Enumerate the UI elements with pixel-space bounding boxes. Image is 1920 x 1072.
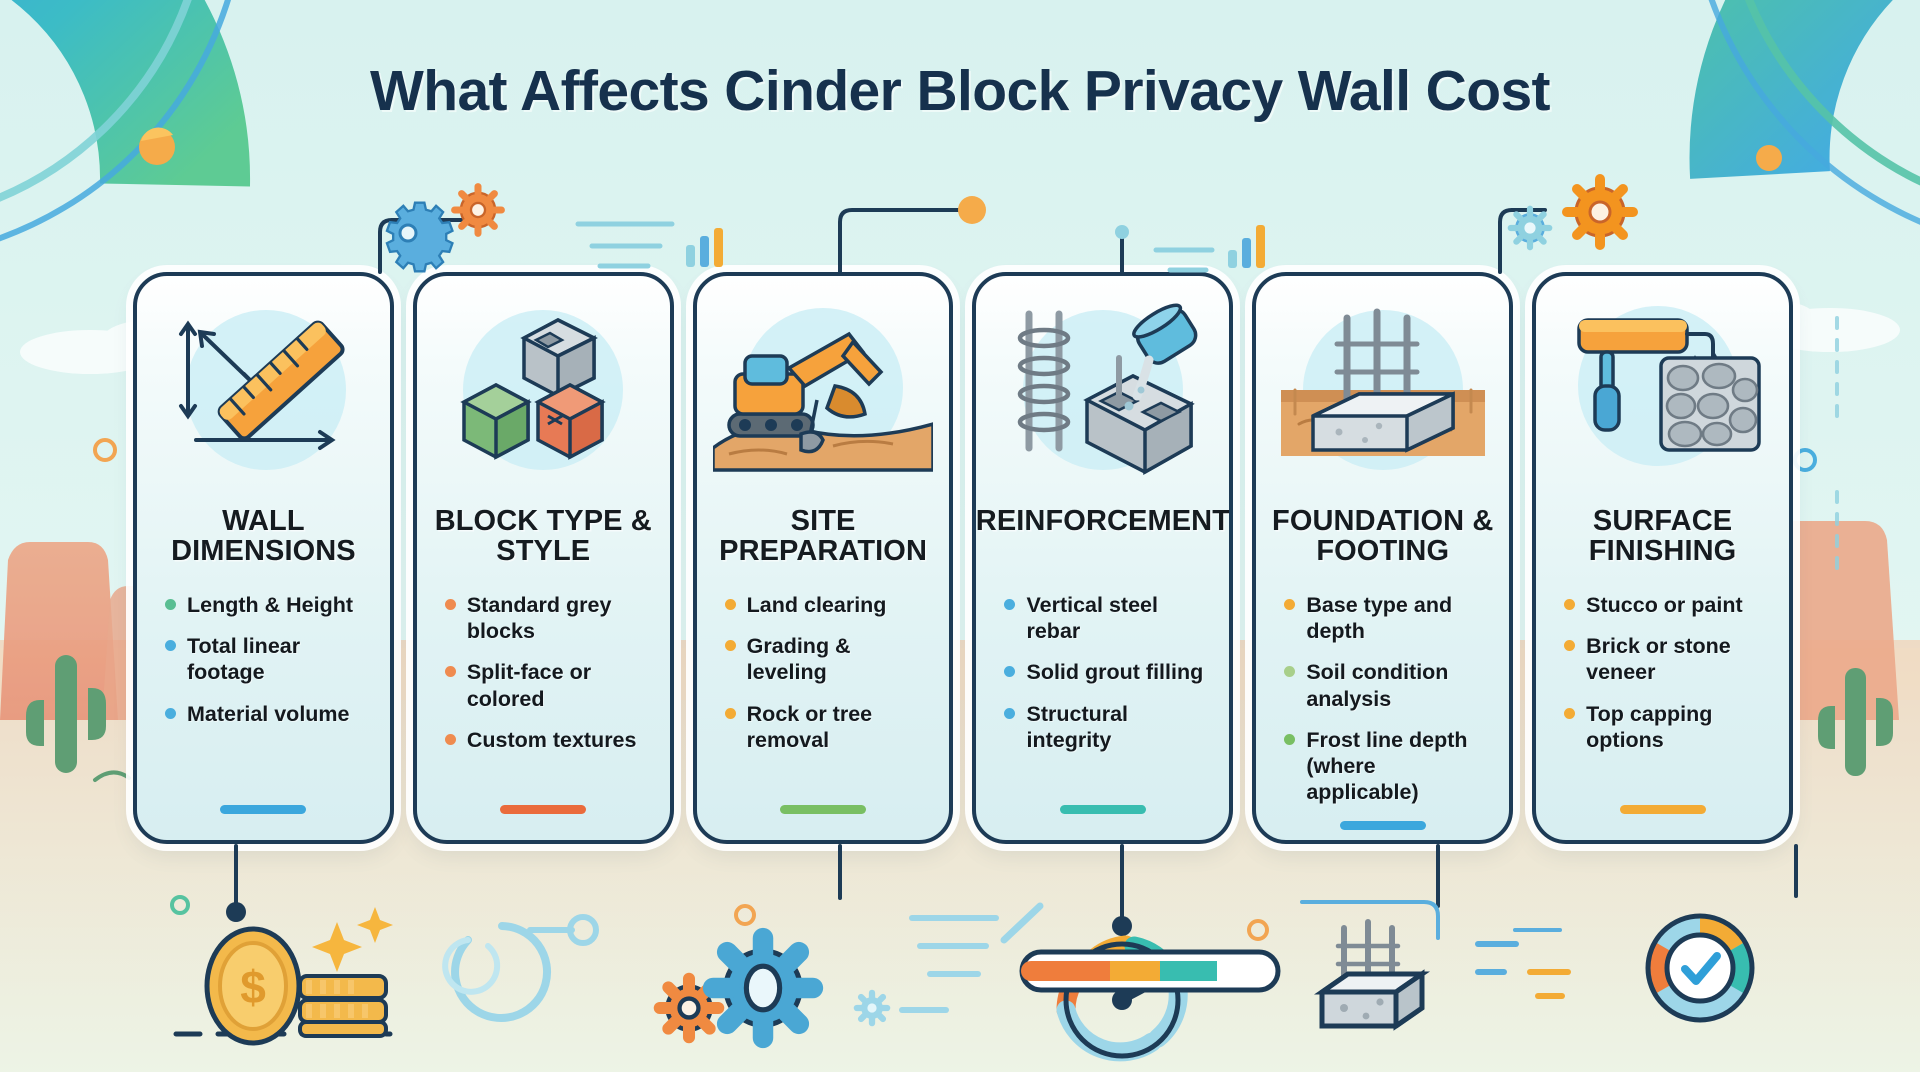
card-bullet-list: Base type and depth Soil condition analy… <box>1270 592 1495 821</box>
cactus <box>26 655 106 773</box>
card-accent-bar <box>780 805 867 814</box>
concrete-footing-icon <box>1313 919 1431 1031</box>
excavator-icon <box>711 294 936 502</box>
sparkle-icon <box>312 922 362 972</box>
bullet-item: Custom textures <box>444 727 652 753</box>
footing-icon <box>1270 294 1495 502</box>
card-accent-bar <box>1059 805 1146 814</box>
gear-icon <box>385 201 454 273</box>
bullet-item: Rock or tree removal <box>724 701 932 753</box>
ring-arc <box>1689 0 1920 225</box>
bullet-dot <box>1004 599 1016 610</box>
cinder-blocks-icon <box>431 294 656 502</box>
bullet-dot <box>1564 599 1576 610</box>
card-foundation-footing[interactable]: FOUNDATION & FOOTING Base type and depth… <box>1252 272 1514 844</box>
bullet-item: Soil condition analysis <box>1284 659 1491 711</box>
check-badge-icon <box>1645 913 1755 1023</box>
decor-dot <box>734 904 756 926</box>
card-reinforcement[interactable]: REINFORCEMENT Vertical steel rebar Solid… <box>972 272 1234 844</box>
card-block-type-style[interactable]: BLOCK TYPE & STYLE Standard grey blocks … <box>412 272 674 844</box>
card-title: REINFORCEMENT <box>975 505 1231 537</box>
card-accent-bar <box>220 805 307 814</box>
bullet-item: Total linear footage <box>165 633 372 685</box>
gear-icon <box>1507 205 1553 251</box>
bullet-dot <box>724 640 736 652</box>
gear-icon <box>702 927 824 1049</box>
bullet-dot <box>724 599 736 610</box>
gear-icon <box>451 183 505 237</box>
bullet-dot <box>1284 599 1296 610</box>
bullet-item: Length & Height <box>165 592 372 618</box>
bullet-item: Split-face or colored <box>444 659 652 711</box>
bullet-dot <box>1284 733 1296 745</box>
card-title: WALL DIMENSIONS <box>171 505 356 568</box>
bullet-item: Material volume <box>165 701 372 727</box>
decor-dot <box>1247 919 1269 941</box>
connector-node <box>1112 916 1132 936</box>
ring-arc <box>0 0 251 242</box>
bullet-dot <box>1004 666 1016 678</box>
bullet-dot <box>1284 666 1296 678</box>
bullet-dot <box>165 599 176 610</box>
page-title: What Affects Cinder Block Privacy Wall C… <box>370 59 1551 123</box>
bullet-dot <box>1564 707 1576 719</box>
bullet-dot <box>444 599 456 610</box>
card-bullet-list: Land clearing Grading & leveling Rock or… <box>711 592 936 805</box>
connector-node <box>226 902 246 922</box>
card-bullet-list: Stucco or paint Brick or stone veneer To… <box>1550 592 1775 805</box>
bullet-item: Land clearing <box>724 592 932 618</box>
loading-ring-icon <box>442 922 552 1022</box>
card-site-preparation[interactable]: SITE PREPARATION Land clearing Grading &… <box>692 272 954 844</box>
bullet-item: Structural integrity <box>1004 701 1211 753</box>
paint-roller-stone-icon <box>1550 294 1775 502</box>
ruler-dimensions-icon <box>151 294 376 502</box>
decor-dot <box>93 438 117 462</box>
card-wall-dimensions[interactable]: WALL DIMENSIONS Length & Height Total li… <box>133 272 394 844</box>
bullet-dot <box>165 640 176 652</box>
bullet-item: Standard grey blocks <box>444 592 652 644</box>
decor-dot <box>1793 448 1817 472</box>
bullet-item: Frost line depth (where applicable) <box>1284 727 1491 806</box>
bullet-item: Top capping options <box>1564 701 1771 753</box>
bullet-item: Brick or stone veneer <box>1564 633 1771 685</box>
bullet-dot <box>165 707 176 719</box>
card-title: SURFACE FINISHING <box>1588 505 1737 568</box>
bullet-dot <box>724 707 736 719</box>
card-accent-bar <box>500 805 587 814</box>
card-title: FOUNDATION & FOOTING <box>1272 505 1494 568</box>
progress-bar-icon <box>1019 949 1281 993</box>
card-bullet-list: Standard grey blocks Split-face or color… <box>431 592 656 805</box>
bullet-dot <box>1004 707 1016 719</box>
bar-chart-icon <box>686 228 723 267</box>
factor-card-row: WALL DIMENSIONS Length & Height Total li… <box>133 272 1793 844</box>
bullet-item: Vertical steel rebar <box>1004 592 1211 644</box>
card-bullet-list: Length & Height Total linear footage Mat… <box>151 592 376 805</box>
connector-node <box>958 196 986 224</box>
cactus <box>1818 668 1893 776</box>
bullet-dot <box>444 733 456 745</box>
card-accent-bar <box>1619 805 1706 814</box>
bullet-item: Stucco or paint <box>1564 592 1771 618</box>
bar-chart-icon <box>1228 225 1265 268</box>
svg-text:$: $ <box>240 961 266 1013</box>
gear-icon <box>1562 174 1638 250</box>
bullet-dot <box>444 666 456 678</box>
coin-stack-icon: $ <box>173 907 393 1046</box>
bullet-item: Solid grout filling <box>1004 659 1211 685</box>
sparkle-icon <box>357 907 393 943</box>
card-bullet-list: Vertical steel rebar Solid grout filling… <box>990 592 1215 805</box>
decor-dot <box>170 895 190 915</box>
card-title: BLOCK TYPE & STYLE <box>434 505 652 568</box>
card-title: SITE PREPARATION <box>719 505 927 568</box>
bullet-dot <box>1564 640 1576 652</box>
gear-icon <box>853 989 891 1027</box>
bullet-item: Base type and depth <box>1284 592 1491 644</box>
bullet-item: Grading & leveling <box>724 633 932 685</box>
card-accent-bar <box>1339 820 1426 830</box>
card-surface-finishing[interactable]: SURFACE FINISHING Stucco or paint Brick … <box>1532 272 1793 844</box>
rebar-grout-icon <box>990 294 1215 502</box>
